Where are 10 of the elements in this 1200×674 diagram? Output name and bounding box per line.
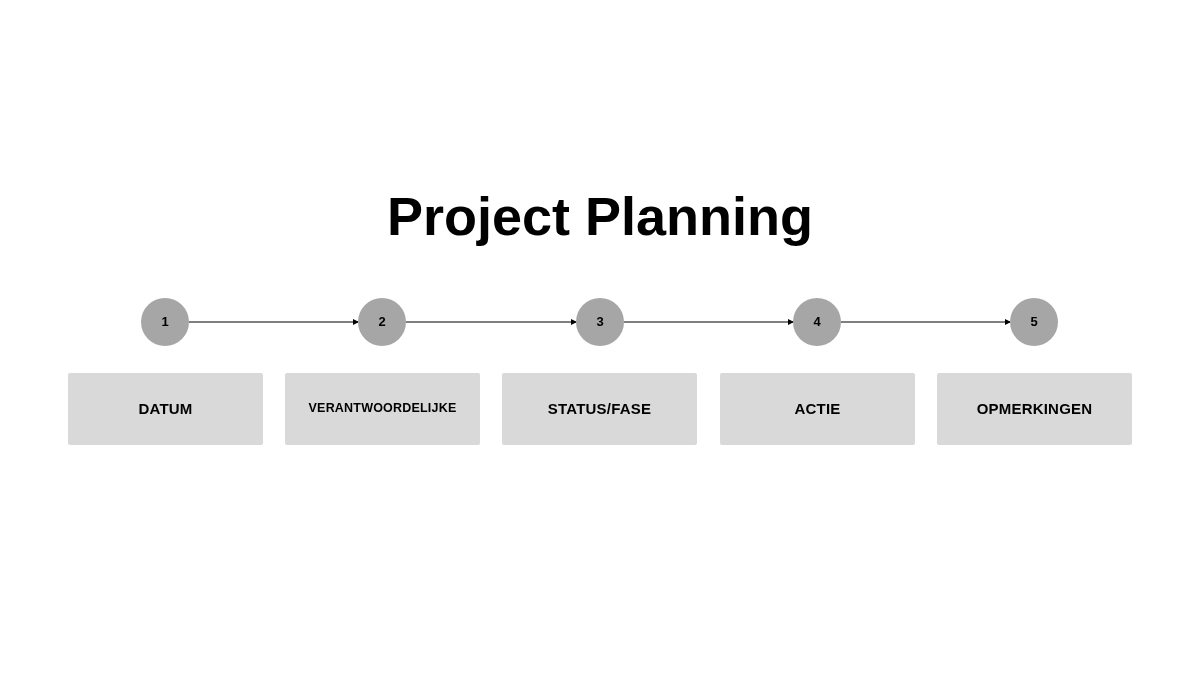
arrow (623, 319, 794, 325)
arrow (188, 319, 359, 325)
arrow (405, 319, 577, 325)
field-box: ACTIE (720, 373, 915, 445)
field-box: VERANTWOORDELIJKE (285, 373, 480, 445)
field-box: STATUS/FASE (502, 373, 697, 445)
field-box: DATUM (68, 373, 263, 445)
field-box: OPMERKINGEN (937, 373, 1132, 445)
arrow (840, 319, 1011, 325)
title: Project Planning (386, 185, 814, 248)
